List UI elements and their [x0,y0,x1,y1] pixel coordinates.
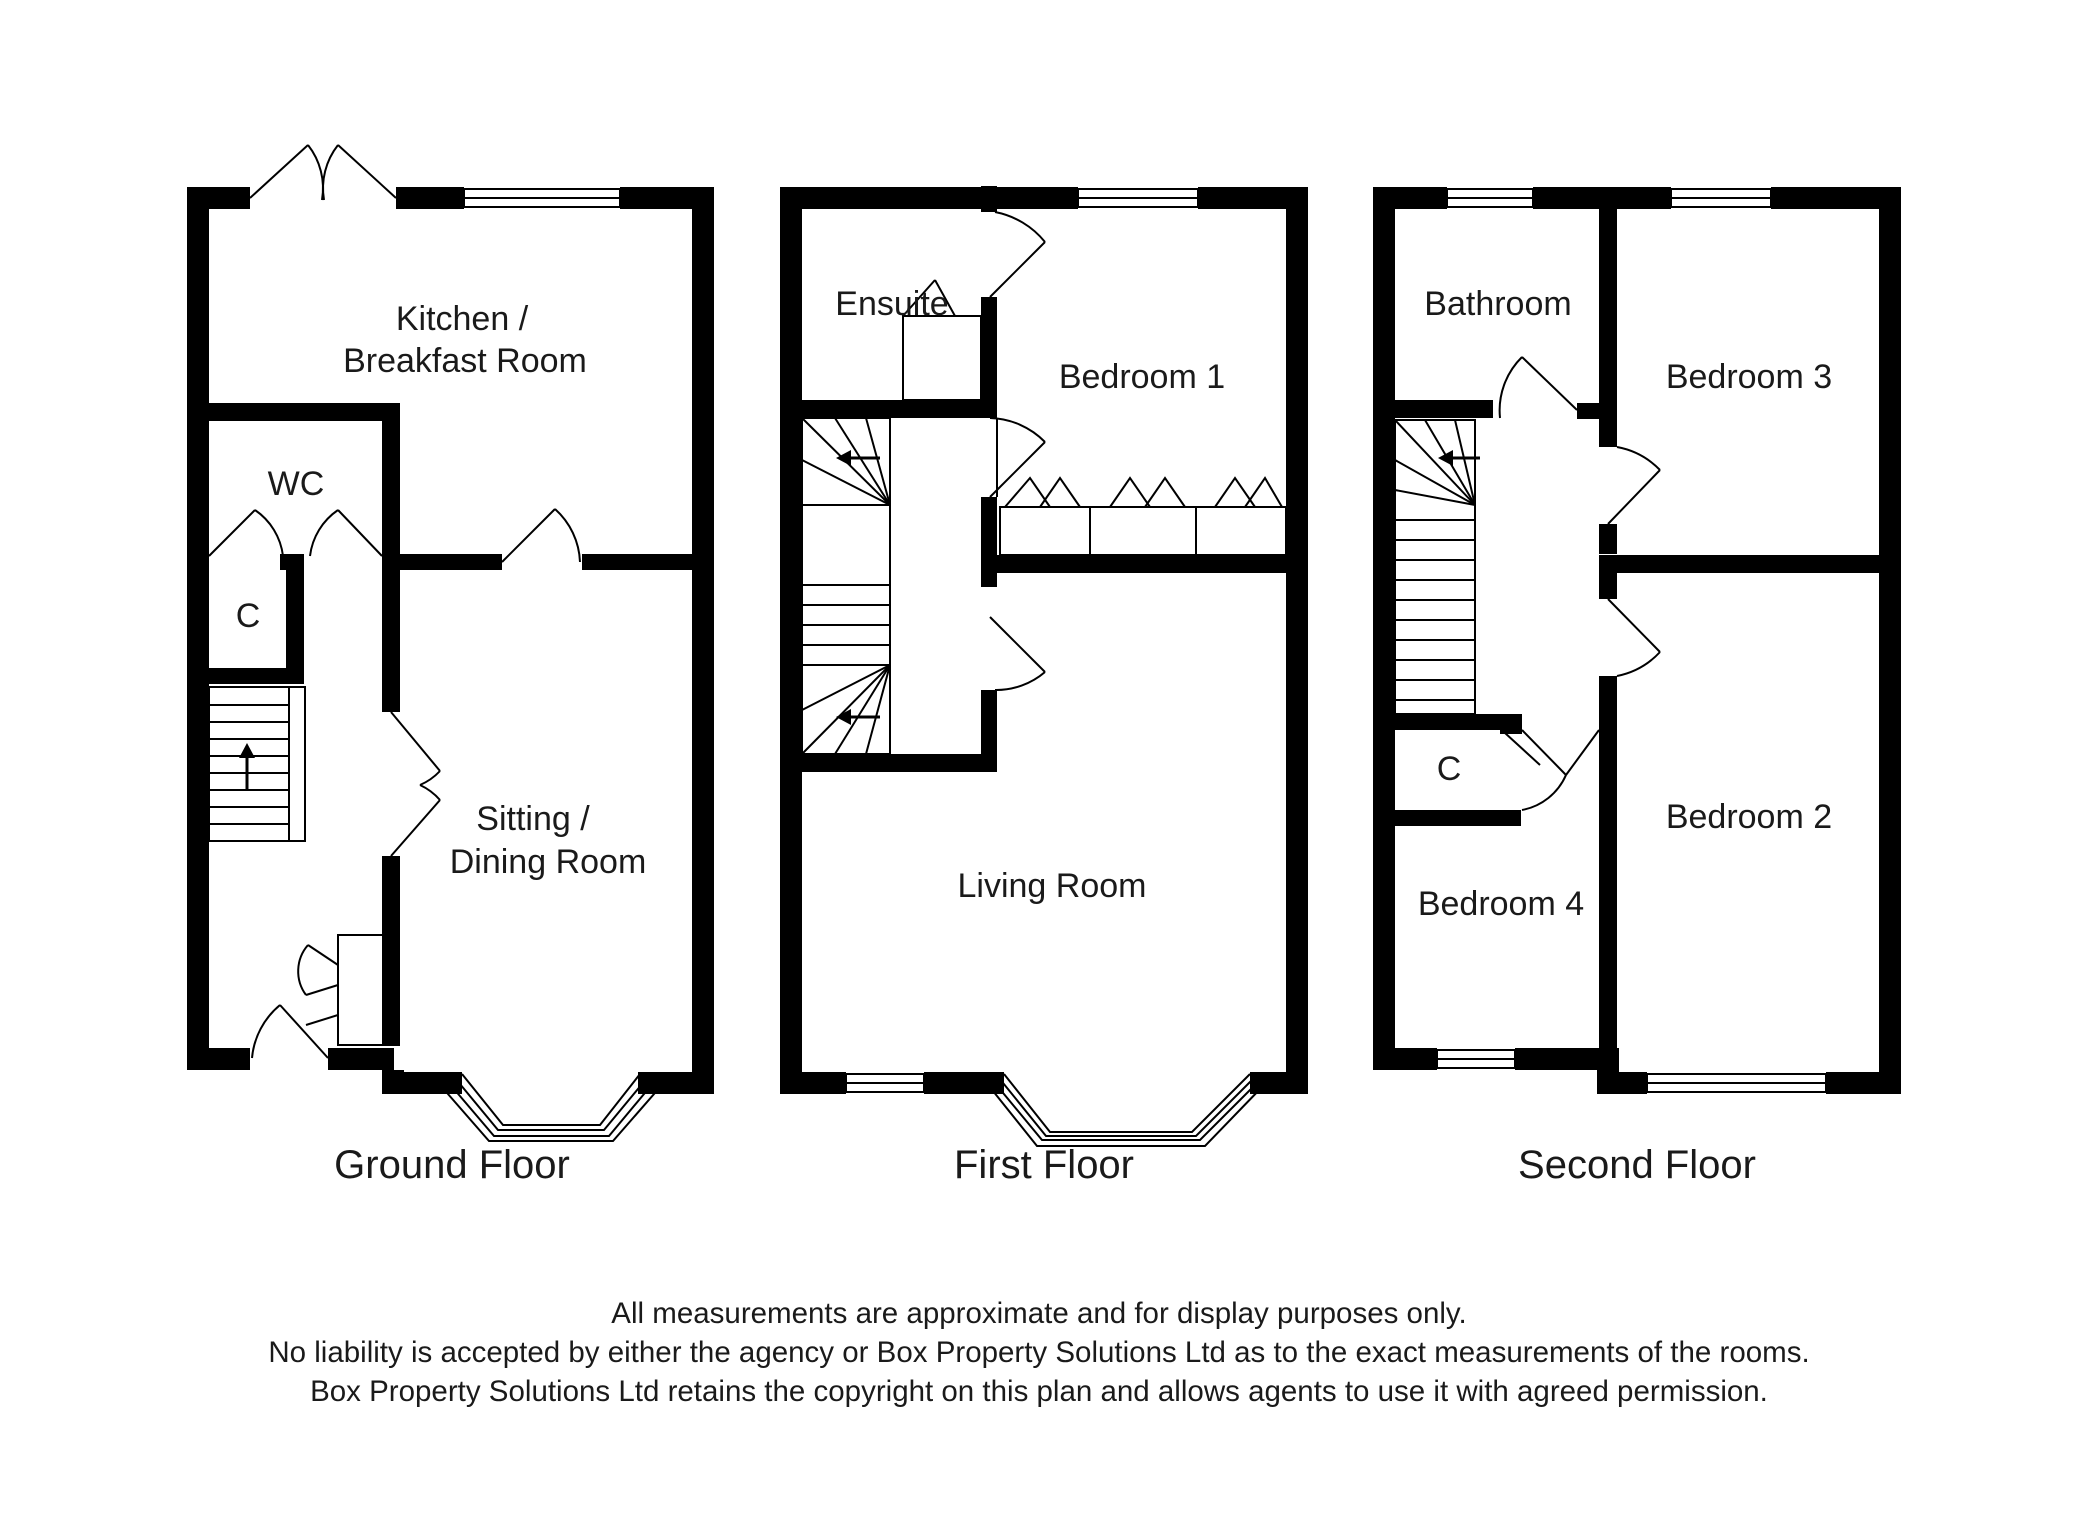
second-bedroom4-label: Bedroom 4 [1418,885,1584,923]
first-floor-title: First Floor [954,1143,1134,1187]
ground-stairs-arrow [239,743,255,790]
second-floor-title: Second Floor [1518,1143,1756,1187]
ground-french-doors [249,144,397,201]
ground-floor-plan: Kitchen / Breakfast Room WC C Sitting / … [187,144,714,1187]
second-doors [1498,356,1661,811]
first-bedroom1-label: Bedroom 1 [1059,358,1225,396]
first-stairs-arrows [836,450,880,725]
second-cupboard-label: C [1437,750,1462,788]
first-ensuite-label: Ensuite [835,285,948,323]
second-internal-walls [1373,187,1901,1070]
ground-kitchen-label-line1: Kitchen / [396,300,529,338]
disclaimer-line-2: No liability is accepted by either the a… [268,1336,1810,1369]
first-living-label: Living Room [958,867,1147,905]
disclaimer-line-3: Box Property Solutions Ltd retains the c… [310,1375,1768,1408]
first-stairs [801,417,891,755]
ground-cupboard-label: C [236,597,261,635]
first-doors [989,211,1046,692]
first-window-living [845,1073,925,1093]
ground-sitting-label-line2: Dining Room [450,843,647,881]
ground-wc-label: WC [268,465,325,503]
first-wardrobes [999,476,1287,556]
second-bedroom3-label: Bedroom 3 [1666,358,1832,396]
first-floor-plan: Ensuite Bedroom 1 Living Room First Floo… [780,186,1308,1187]
first-internal-walls [780,186,1308,772]
ground-bay-window [440,1073,662,1142]
second-windows [1436,188,1827,1093]
first-outer-walls [780,187,1308,1094]
ground-internal-walls [187,403,702,1046]
second-stairs [1394,419,1476,715]
second-bathroom-label: Bathroom [1424,285,1571,323]
second-bedroom2-label: Bedroom 2 [1666,798,1832,836]
first-window-bedroom1 [1077,188,1199,208]
ground-kitchen-label-line2: Breakfast Room [343,342,587,380]
ground-sitting-label-line1: Sitting / [476,800,590,838]
ground-window-kitchen [463,188,621,208]
first-bay-window [988,1073,1264,1147]
second-floor-plan: Bathroom Bedroom 3 C Bedroom 2 Bedroom 4… [1373,187,1901,1187]
ground-doors [208,508,581,1059]
ground-floor-title: Ground Floor [334,1143,570,1187]
second-stairs-arrow [1438,450,1480,466]
disclaimer-line-1: All measurements are approximate and for… [611,1297,1467,1330]
ground-stairs [208,686,306,842]
first-ensuite-shower [902,279,982,401]
